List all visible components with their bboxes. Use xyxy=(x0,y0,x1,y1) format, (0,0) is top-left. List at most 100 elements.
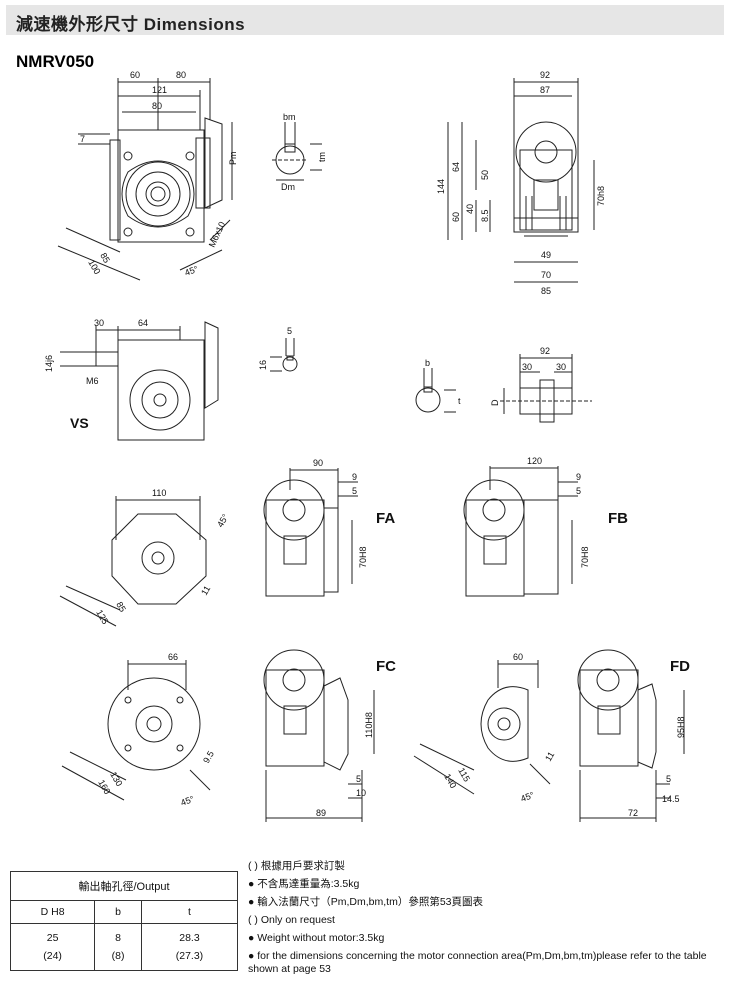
dim-7: 7 xyxy=(80,134,85,144)
dim-fc-160: 160 xyxy=(96,778,112,796)
dim-fa-45: 45° xyxy=(215,512,231,529)
dim-50: 50 xyxy=(480,170,490,180)
table-caption: 輸出軸孔徑/Output xyxy=(10,871,238,901)
dim-fa-5: 5 xyxy=(352,486,357,496)
dim-fc-9-5: 9.5 xyxy=(201,749,216,765)
dim-8-5: 8.5 xyxy=(480,209,490,222)
dim-pm: Pm xyxy=(228,152,238,166)
dim-tm: tm xyxy=(317,152,327,162)
dim-fa-11: 11 xyxy=(199,584,212,597)
dim-16: 16 xyxy=(258,360,268,370)
vs-view xyxy=(60,321,219,441)
table-cell-dh8: 25 (24) xyxy=(9,923,96,971)
dim-60: 60 xyxy=(130,70,140,80)
dim-fd-60: 60 xyxy=(513,652,523,662)
output-bore-table: 輸出軸孔徑/Output D H8 b t 25 (24) 8 (8) 28.3… xyxy=(9,871,239,971)
shaft-key-detail xyxy=(270,338,298,372)
dim-64b: 64 xyxy=(138,318,148,328)
dim-85: 85 xyxy=(98,251,112,265)
dim-fb-9: 9 xyxy=(576,472,581,482)
dim-70h8: 70h8 xyxy=(596,186,606,206)
dim-92b: 92 xyxy=(540,346,550,356)
dim-fc-110h8: 110H8 xyxy=(364,712,374,738)
fa-flange-view xyxy=(59,496,207,627)
dim-bm: bm xyxy=(283,112,296,122)
note-line: ● Weight without motor:3.5kg xyxy=(248,932,385,944)
fd-side-view xyxy=(577,649,685,822)
variant-label-fb: FB xyxy=(608,510,628,527)
input-bore-detail xyxy=(272,122,322,181)
dim-fb-120: 120 xyxy=(527,456,542,466)
note-line: ● for the dimensions concerning the moto… xyxy=(248,950,707,975)
dim-30: 30 xyxy=(94,318,104,328)
dim-fa-110: 110 xyxy=(152,488,166,498)
variant-label-vs: VS xyxy=(70,415,89,431)
dim-64: 64 xyxy=(451,162,461,172)
dim-fa-70h8: 70H8 xyxy=(358,546,368,568)
page-title: 減速機外形尺寸 Dimensions xyxy=(16,15,246,34)
fd-flange-view xyxy=(413,660,551,795)
note-line: ( ) Only on request xyxy=(248,914,335,926)
model-title: NMRV050 xyxy=(16,52,95,71)
dim-45deg: 45° xyxy=(183,264,200,278)
dim-fa-90: 90 xyxy=(313,458,323,468)
dim-30a: 30 xyxy=(522,362,532,372)
dim-49: 49 xyxy=(541,250,551,260)
variant-label-fc: FC xyxy=(376,658,396,675)
dim-100: 100 xyxy=(86,258,102,276)
dim-60b: 60 xyxy=(451,212,461,222)
dim-b: b xyxy=(425,358,430,368)
cell-value-alt: (24) xyxy=(43,950,62,962)
dim-fc-130: 130 xyxy=(108,770,124,788)
table-cell-b: 8 (8) xyxy=(94,923,142,971)
dim-70: 70 xyxy=(541,270,551,280)
table-header-t: t xyxy=(140,900,239,924)
dim-fd-45: 45° xyxy=(519,790,536,804)
variant-label-fa: FA xyxy=(376,510,396,527)
dim-144: 144 xyxy=(436,179,446,194)
dim-fd-95h8: 95H8 xyxy=(676,716,686,738)
dim-fd-72: 72 xyxy=(628,808,638,818)
table-row: 25 (24) 8 (8) 28.3 (27.3) xyxy=(9,923,239,971)
dim-fd-140: 140 xyxy=(442,772,458,790)
dim-87: 87 xyxy=(540,85,550,95)
dim-dm: Dm xyxy=(281,182,295,192)
note-line: ● 輸入法蘭尺寸（Pm,Dm,bm,tm）參照第53頁圖表 xyxy=(248,896,484,908)
dim-5: 5 xyxy=(287,326,292,336)
note-line: ( ) 根據用戶要求訂製 xyxy=(248,860,345,872)
dim-40: 40 xyxy=(465,204,475,214)
dim-m6x10: M6x10 xyxy=(207,220,227,249)
cell-value: 25 xyxy=(46,932,59,944)
fb-side-view xyxy=(463,466,578,597)
dim-fc-10: 10 xyxy=(356,788,366,798)
dim-m6: M6 xyxy=(86,376,99,386)
dim-t: t xyxy=(458,396,461,406)
dim-D: D xyxy=(490,399,500,406)
dim-14j6: 14j6 xyxy=(44,355,54,372)
hollow-shaft-detail xyxy=(500,354,592,423)
fa-side-view xyxy=(263,468,358,597)
table-header-b: b xyxy=(94,900,142,924)
cell-value: 8 xyxy=(115,932,121,944)
dim-121: 121 xyxy=(152,85,167,95)
dim-fb-70h8: 70H8 xyxy=(580,546,590,568)
side-view xyxy=(447,78,595,283)
dim-fc-45: 45° xyxy=(179,794,196,808)
fc-side-view xyxy=(263,649,375,822)
front-view xyxy=(57,78,233,281)
dim-fc-89: 89 xyxy=(316,808,326,818)
dim-85c: 85 xyxy=(541,286,551,296)
dim-fd-14-5: 14.5 xyxy=(662,794,680,804)
table-cell-t: 28.3 (27.3) xyxy=(140,923,239,971)
dim-fa-85: 85 xyxy=(114,600,128,614)
dim-fc-5: 5 xyxy=(356,774,361,784)
output-bore-detail xyxy=(415,368,456,413)
notes-block: ( ) 根據用戶要求訂製 ● 不含馬達重量為:3.5kg ● 輸入法蘭尺寸（Pm… xyxy=(248,857,724,976)
dim-fd-5: 5 xyxy=(666,774,671,784)
table-header-dh8: D H8 xyxy=(9,900,96,924)
dim-fa-9: 9 xyxy=(352,472,357,482)
note-line: ● 不含馬達重量為:3.5kg xyxy=(248,878,360,890)
cell-value-alt: (27.3) xyxy=(175,950,204,962)
fc-flange-view xyxy=(61,660,211,801)
